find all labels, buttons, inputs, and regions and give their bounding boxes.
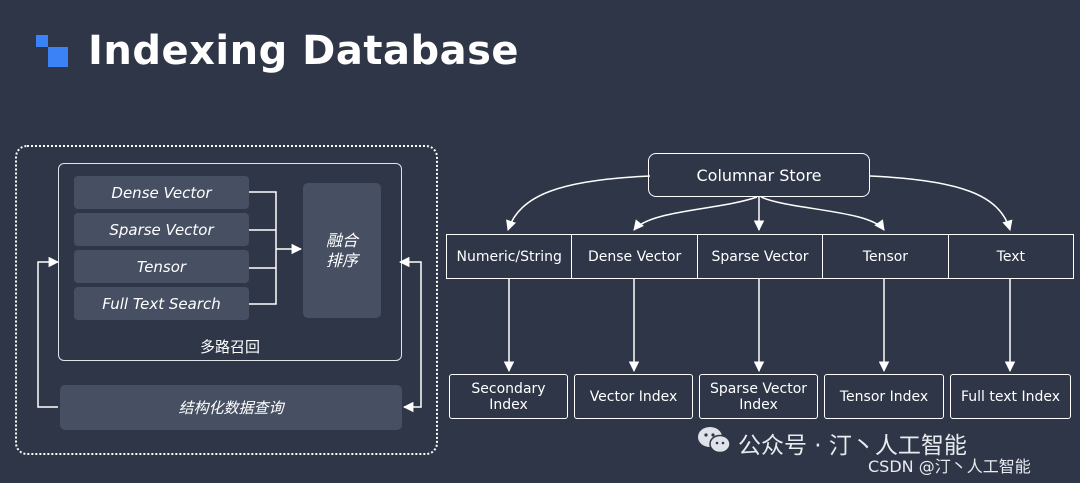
- index-tensor-label: Tensor Index: [839, 388, 929, 405]
- structured-query-box: 结构化数据查询: [60, 385, 402, 430]
- watermark-csdn: CSDN @汀丶人工智能: [868, 457, 1031, 476]
- column-text: Text: [996, 248, 1025, 265]
- index-sparse-vector-line1: Sparse Vector: [709, 380, 808, 397]
- index-sparse-vector-line2: Index: [739, 396, 778, 413]
- index-secondary-line2: Index: [489, 396, 528, 413]
- fusion-ranking-label: 融合排序: [325, 230, 358, 270]
- columns-row: Numeric/String Dense Vector Sparse Vecto…: [446, 234, 1074, 279]
- logo-square-small: [36, 35, 48, 47]
- store-to-tensor-arrow: [760, 196, 885, 231]
- multi-recall-label: 多路召回: [199, 338, 260, 356]
- index-vector: Vector Index: [574, 374, 693, 419]
- column-sparse-vector: Sparse Vector: [698, 235, 824, 278]
- page-title: Indexing Database: [88, 28, 520, 74]
- store-to-numeric-arrow: [506, 175, 651, 231]
- index-full-text-label: Full text Index: [960, 388, 1060, 405]
- column-dense-vector: Dense Vector: [572, 235, 698, 278]
- index-secondary-line1: Secondary: [471, 380, 546, 397]
- fusion-ranking-box: 融合排序: [303, 183, 381, 318]
- store-to-text-arrow: [869, 175, 1013, 232]
- index-full-text: Full text Index: [950, 374, 1071, 419]
- left-loop-arrow: [37, 256, 60, 408]
- logo-square-large: [48, 47, 68, 67]
- recall-item-sparse-vector: Sparse Vector: [74, 213, 249, 246]
- watermark-wechat: 公众号 · 汀丶人工智能: [738, 433, 967, 459]
- recall-item-dense-vector: Dense Vector: [74, 176, 249, 209]
- column-tensor: Tensor: [823, 235, 949, 278]
- wechat-icon: [698, 427, 731, 454]
- recall-item-tensor: Tensor: [74, 250, 249, 283]
- recall-item-full-text-search: Full Text Search: [74, 287, 249, 320]
- index-vector-label: Vector Index: [589, 388, 678, 405]
- logo-mark: [36, 35, 70, 69]
- hybrid-search-frame: [15, 145, 438, 455]
- right-loop-arrow: [398, 256, 422, 413]
- column-numeric-string: Numeric/String: [447, 235, 573, 278]
- columnar-store-box: Columnar Store: [648, 153, 870, 197]
- index-tensor: Tensor Index: [824, 374, 944, 419]
- recall-bracket-line: [249, 191, 277, 305]
- store-to-dense-arrow: [633, 196, 758, 231]
